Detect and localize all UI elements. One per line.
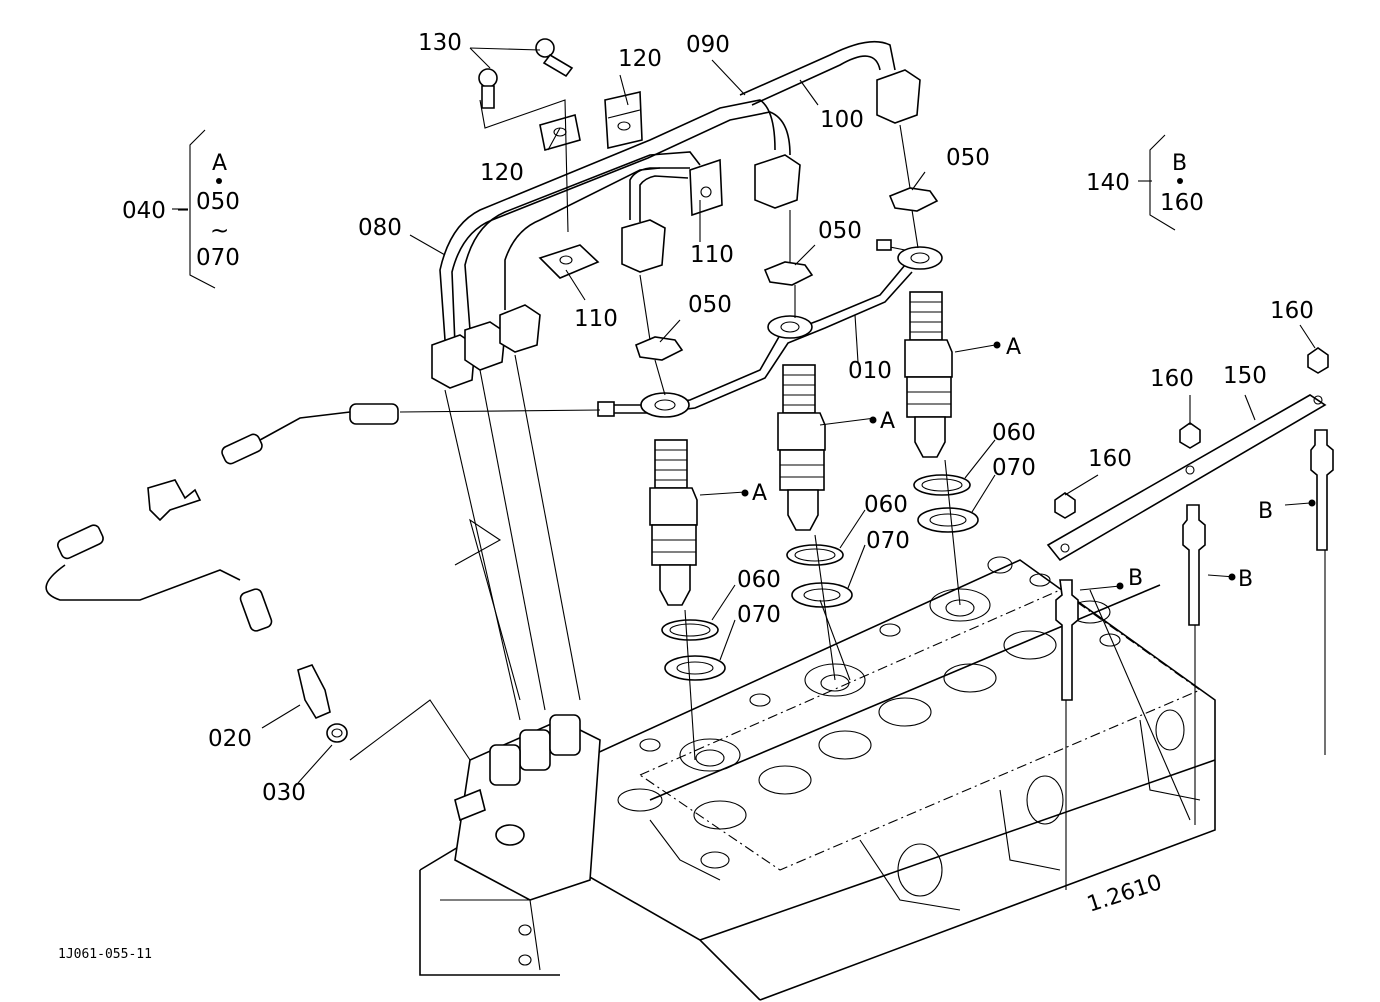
group-b-item: 160 [1160, 190, 1204, 216]
callout-070-b: 070 [866, 528, 910, 554]
nozzle-1 [649, 439, 698, 606]
group-b-legend: 140 B 160 [1086, 151, 1204, 216]
callout-labels: 130 120 090 100 120 080 110 110 050 050 … [208, 30, 1314, 806]
ref-a-3: A [752, 481, 767, 506]
pipe-nuts [431, 69, 921, 389]
callout-160-b: 160 [1150, 366, 1194, 392]
callout-110-a: 110 [690, 242, 734, 268]
callout-070-a: 070 [992, 455, 1036, 481]
callout-090: 090 [686, 32, 730, 58]
group-a-tilde: ~ [210, 218, 229, 244]
reference-letters: A A A B B B [752, 335, 1273, 592]
casting-number: 1.2610 [1084, 870, 1165, 918]
callout-050-b: 050 [818, 218, 862, 244]
callout-150: 150 [1223, 363, 1267, 389]
callout-050-c: 050 [946, 145, 990, 171]
group-a-from: 050 [196, 189, 240, 215]
callout-110-b: 110 [574, 306, 618, 332]
ref-dots [216, 178, 1316, 590]
glow-plugs [1055, 429, 1334, 701]
nuts-050 [635, 187, 939, 361]
group-b-ref: B [1172, 151, 1187, 176]
callout-120-top: 120 [618, 46, 662, 72]
group-a-id: 040 [122, 198, 166, 224]
group-b-id: 140 [1086, 170, 1130, 196]
bracket-group-a [189, 129, 1176, 289]
ref-b-1: B [1128, 566, 1143, 591]
callout-010: 010 [848, 358, 892, 384]
group-a-to: 070 [196, 245, 240, 271]
callout-060-c: 060 [737, 567, 781, 593]
pipe-clamps [538, 91, 723, 279]
bolts-130 [478, 38, 574, 109]
ref-a-2: A [880, 409, 895, 434]
callout-050-a: 050 [688, 292, 732, 318]
callout-160-a: 160 [1088, 446, 1132, 472]
overflow-hose [45, 403, 601, 743]
injection-pump [454, 714, 601, 901]
nuts-160 [1054, 347, 1329, 519]
ref-a-1: A [1006, 335, 1021, 360]
callout-070-c: 070 [737, 602, 781, 628]
callout-100: 100 [820, 107, 864, 133]
callout-030: 030 [262, 780, 306, 806]
leader-lines [172, 47, 1326, 890]
group-a-legend: 040 A 050 ~ 070 [122, 151, 240, 271]
nozzle-2 [777, 364, 826, 531]
callout-060-a: 060 [992, 420, 1036, 446]
washers [661, 474, 979, 681]
diagram-code: 1J061-055-11 [58, 947, 152, 962]
callout-060-b: 060 [864, 492, 908, 518]
injection-pipes [439, 40, 896, 346]
leak-off-pipe [597, 239, 943, 418]
ref-b-3: B [1258, 499, 1273, 524]
callout-160-c: 160 [1270, 298, 1314, 324]
ref-b-2: B [1238, 567, 1253, 592]
glow-plug-lead [1046, 394, 1327, 562]
callout-080: 080 [358, 215, 402, 241]
callout-020: 020 [208, 726, 252, 752]
group-a-ref: A [212, 151, 227, 176]
callout-120-left: 120 [480, 160, 524, 186]
nozzle-3 [904, 291, 953, 458]
cylinder-head: 1.2610 [559, 556, 1216, 1001]
callout-130: 130 [418, 30, 462, 56]
